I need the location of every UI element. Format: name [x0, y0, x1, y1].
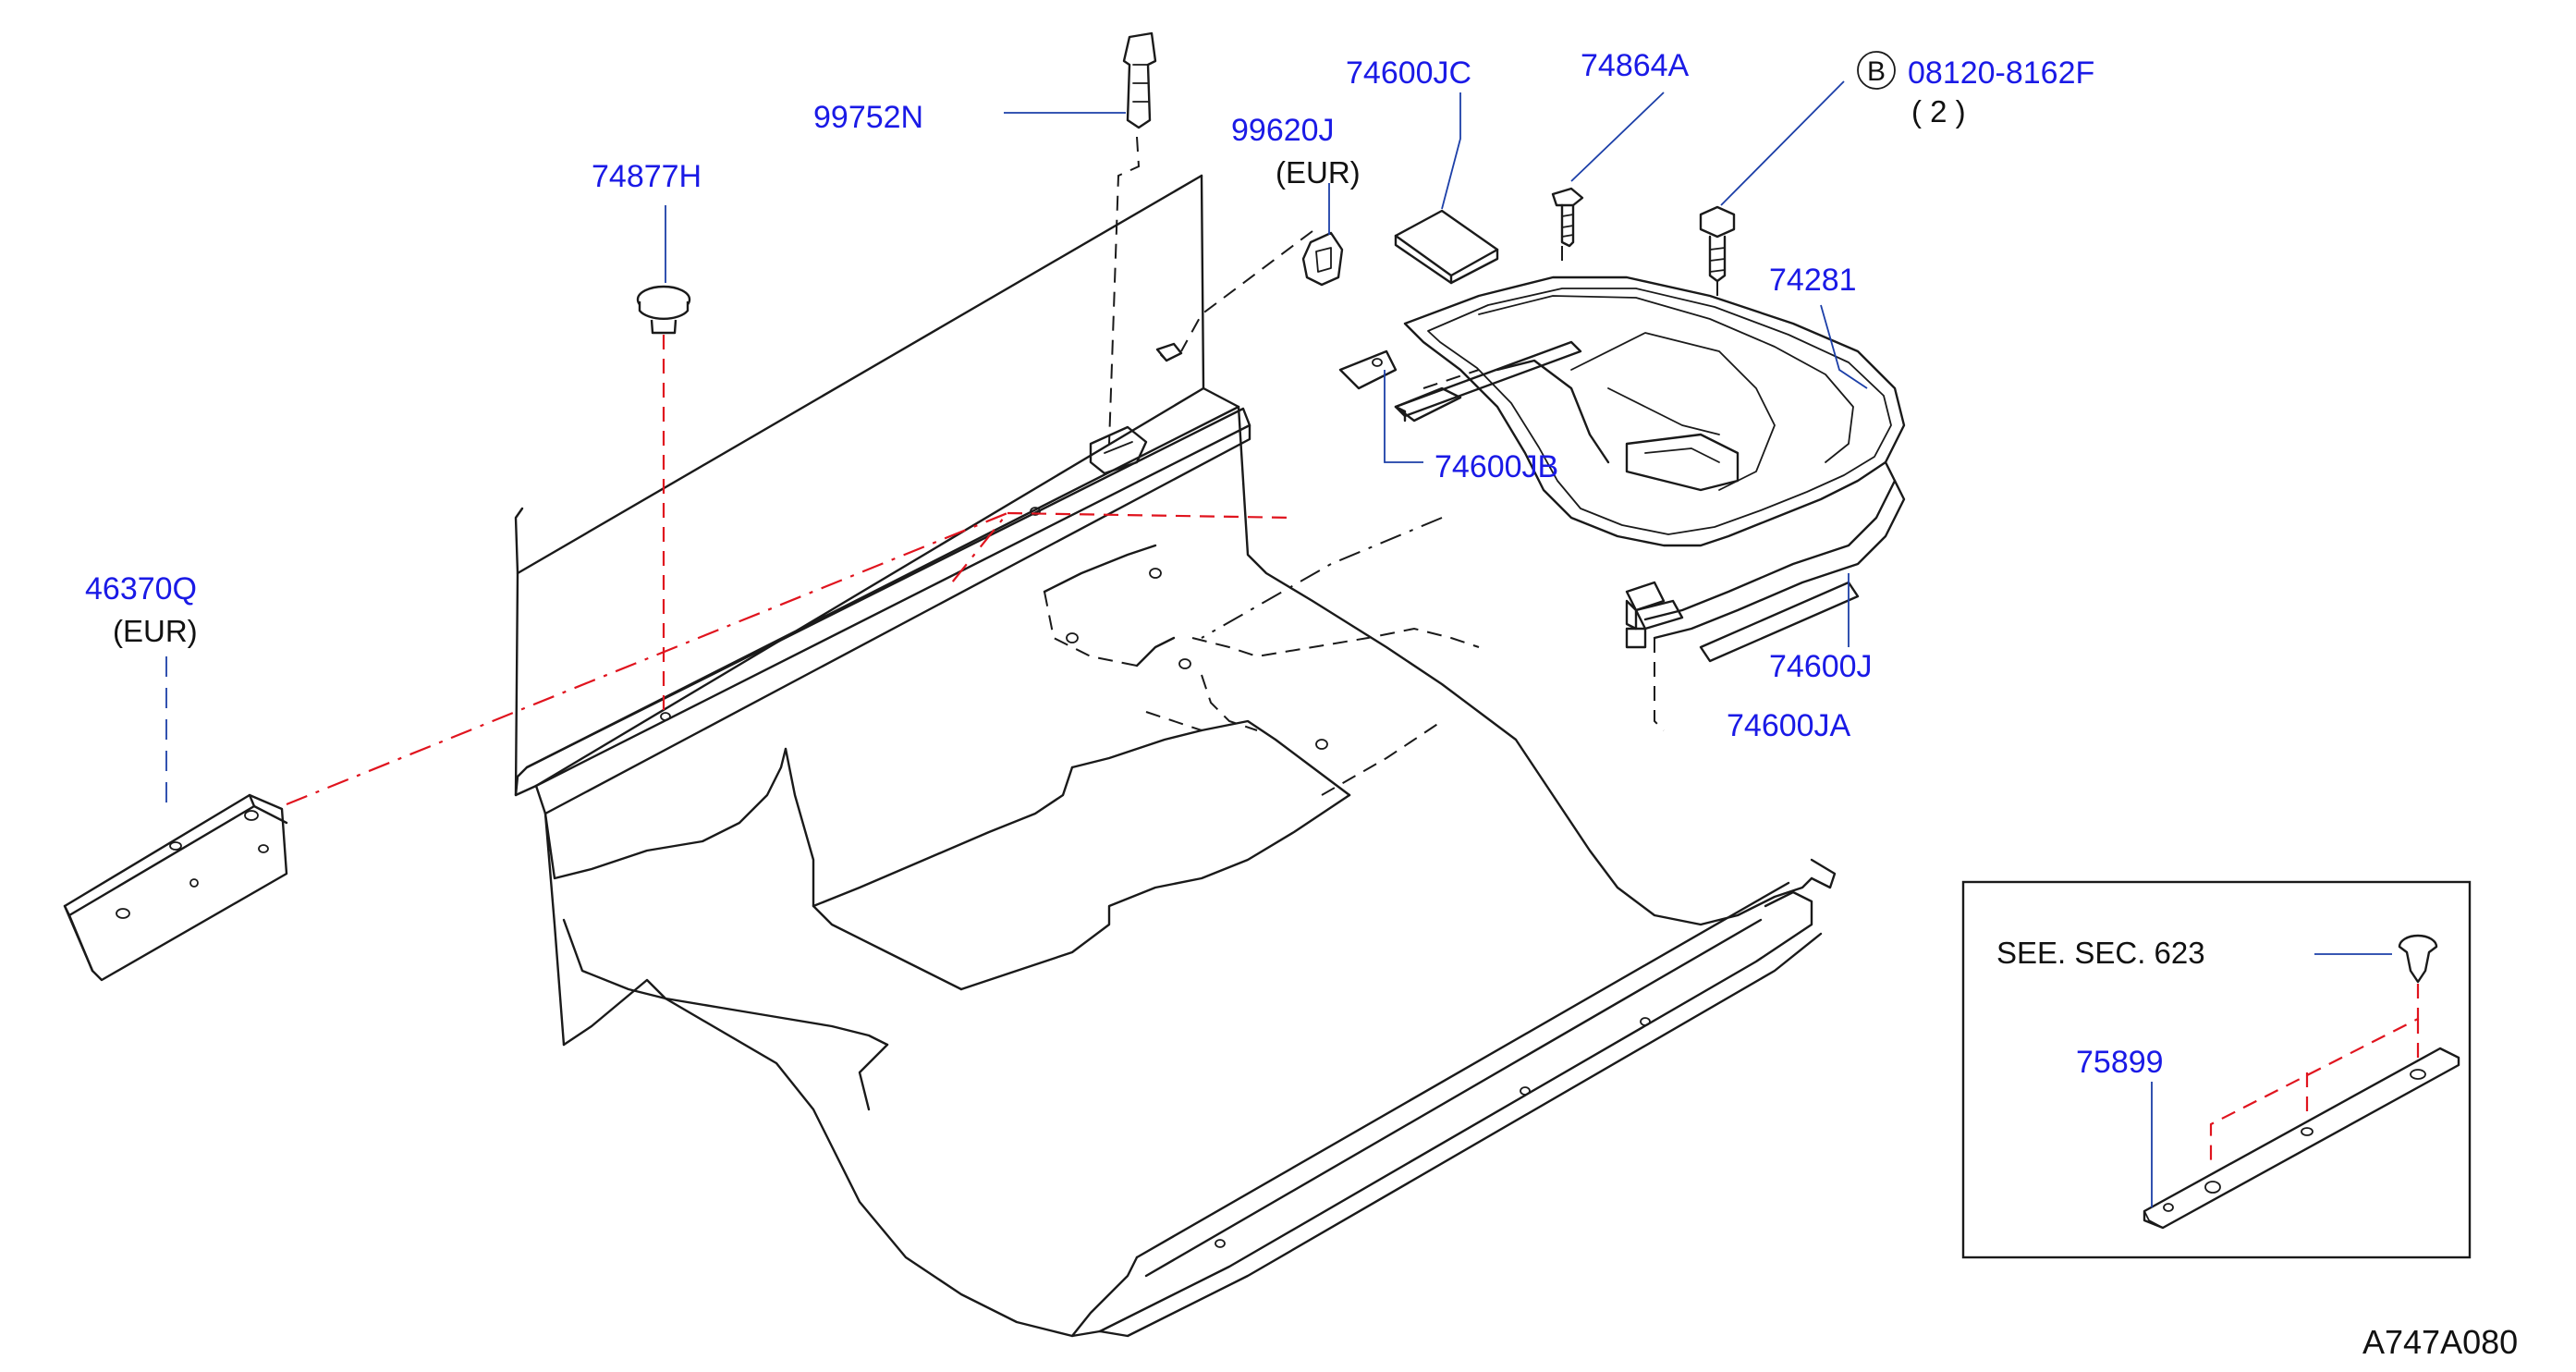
- bolt-08120-8162f-drawing: [1699, 205, 1736, 283]
- bracket-46370q-drawing: [63, 793, 288, 982]
- part-label-74600ja[interactable]: 74600JA: [1727, 708, 1851, 743]
- part-label-74281[interactable]: 74281: [1769, 263, 1857, 298]
- screw-74864a-drawing: [1551, 187, 1584, 248]
- plug-74877h-drawing: [636, 285, 691, 335]
- part-note-99620j: (EUR): [1276, 155, 1361, 190]
- leader-lines: [165, 80, 1868, 814]
- pad-74600jc-drawing: [1394, 209, 1499, 285]
- floor-panel-drawing: [514, 174, 1837, 1338]
- grommet-drawing: [1155, 342, 1183, 362]
- part-label-74600j[interactable]: 74600J: [1769, 649, 1873, 684]
- inset-box: SEE. SEC. 623 75899: [1961, 880, 2472, 1259]
- part-label-74600jb[interactable]: 74600JB: [1435, 449, 1558, 484]
- inset-part-label-75899[interactable]: 75899: [2076, 1045, 2164, 1080]
- tray-74281-drawing: [1338, 276, 1906, 663]
- part-label-74864a[interactable]: 74864A: [1581, 48, 1690, 83]
- bolt-prefix-circle: [1857, 51, 1896, 90]
- part-label-99752n[interactable]: 99752N: [813, 100, 923, 135]
- part-note-46370q: (EUR): [113, 614, 198, 648]
- assembly-lines: [286, 136, 1718, 806]
- part-quantity-08120-8162f: ( 2 ): [1911, 94, 1966, 129]
- inset-frame: [1961, 880, 2472, 1259]
- clip-99620j-drawing: [1301, 231, 1344, 287]
- part-label-74877h[interactable]: 74877H: [592, 159, 702, 194]
- diagram-code: A747A080: [2362, 1323, 2518, 1361]
- part-label-99620j[interactable]: 99620J: [1231, 113, 1335, 148]
- part-label-46370q[interactable]: 46370Q: [85, 571, 197, 606]
- clip-99752n-drawing: [1122, 31, 1157, 129]
- part-label-74600jc[interactable]: 74600JC: [1346, 55, 1471, 91]
- part-labels: 99752N 74877H 99620J (EUR) 74600JC 74864…: [85, 48, 2094, 743]
- inset-see-text: SEE. SEC. 623: [1996, 936, 2205, 970]
- inset-clip-drawing: [2398, 934, 2438, 984]
- part-label-08120-8162f[interactable]: 08120-8162F: [1908, 55, 2094, 91]
- bolt-prefix-letter: B: [1867, 56, 1886, 87]
- inset-strip-75899-drawing: [2143, 1047, 2460, 1230]
